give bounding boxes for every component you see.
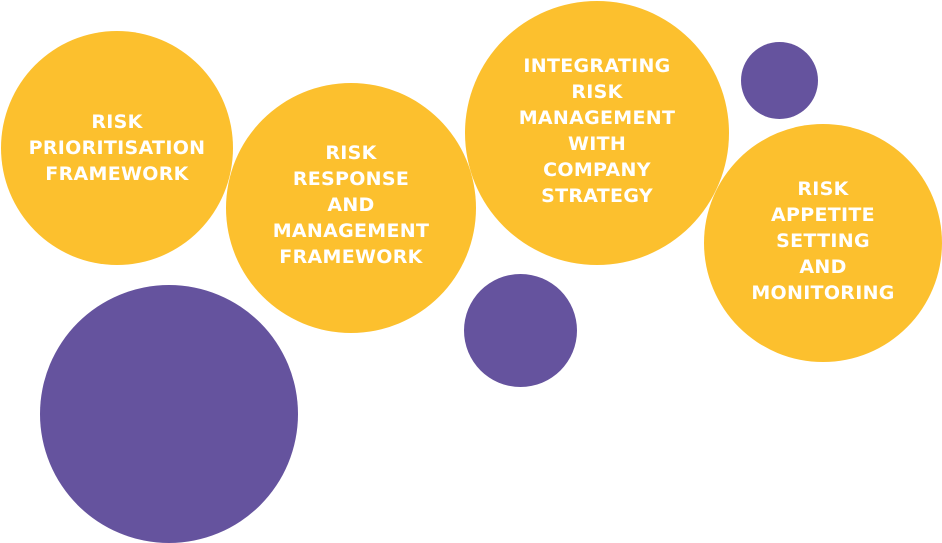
large-purple-circle [40,285,298,543]
bubble-risk-response-management-framework: RISK RESPONSE AND MANAGEMENT FRAMEWORK [226,83,476,333]
bubble-label: RISK PRIORITISATION FRAMEWORK [28,111,206,185]
bubble-risk-prioritisation-framework: RISK PRIORITISATION FRAMEWORK [1,31,233,265]
bubble-integrating-risk-management-strategy: INTEGRATING RISK MANAGEMENT WITH COMPANY… [465,1,729,265]
bubble-risk-appetite-setting-monitoring: RISK APPETITE SETTING AND MONITORING [704,124,942,362]
small-purple-circle [464,274,577,387]
bubble-label: RISK APPETITE SETTING AND MONITORING [751,177,895,304]
bubble-label: RISK RESPONSE AND MANAGEMENT FRAMEWORK [272,142,430,268]
tiny-purple-circle [741,42,818,119]
bubble-label: INTEGRATING RISK MANAGEMENT WITH COMPANY… [518,54,676,207]
